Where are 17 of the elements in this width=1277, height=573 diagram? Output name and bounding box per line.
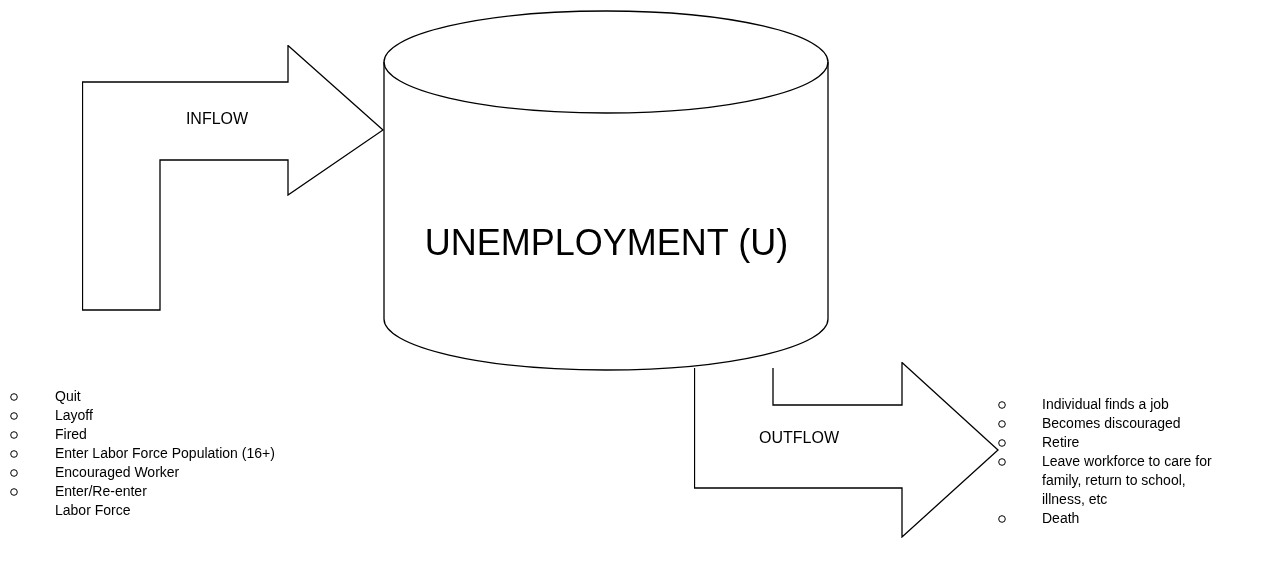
list-item: Quit [55,387,81,406]
list-item: Death [1042,509,1080,528]
list-item: Retire [1042,433,1080,452]
list-item: Leave workforce to care for family, return to school, illness, etc [1042,452,1213,509]
list-item: Enter Labor Force Population (16+) [55,444,275,463]
list-item: Layoff [55,406,93,425]
list-item: Enter/Re-enter Labor Force [55,482,148,520]
outflow-block-arrow [694,362,999,538]
node-label: INFLOW [184,109,250,129]
inflow-block-arrow [82,45,384,311]
list-item: Encouraged Worker [55,463,180,482]
list-item: Becomes discouraged [1042,414,1181,433]
list-item: Fired [55,425,87,444]
node-label: UNEMPLOYMENT (U) [423,221,790,265]
node-label: OUTFLOW [758,428,840,448]
list-item: Individual finds a job [1042,395,1169,414]
unemployment-cylinder [383,10,829,371]
